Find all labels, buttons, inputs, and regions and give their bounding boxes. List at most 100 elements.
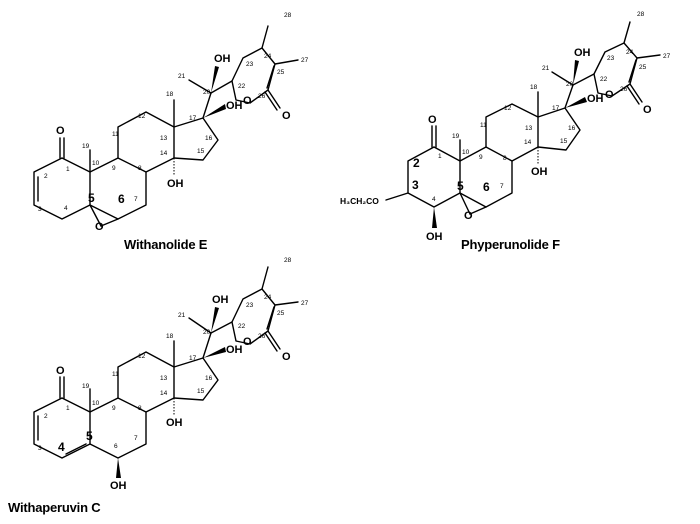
carbon-number: 13 [525,125,533,132]
carbon-number: 18 [530,84,538,91]
carbon-number: 12 [138,353,146,360]
compound-name-withaperuvin-c: Withaperuvin C [8,500,101,515]
carbonyl-oxygen-label: O [282,351,291,363]
compound-name-phyperunolide-f: Phyperunolide F [461,237,560,252]
carbon-number: 14 [524,139,532,146]
ketone-oxygen-label: O [56,365,65,377]
carbonyl-oxygen-label: O [282,110,291,122]
carbon-number: 25 [277,310,285,317]
carbon-number: 10 [462,149,470,156]
carbon-number: 9 [112,165,116,172]
carbon-number: 3 [38,206,42,213]
c20-hydroxyl-label: OH [212,294,229,306]
lactone-oxygen-label: O [243,95,252,107]
carbon-number: 1 [438,153,442,160]
c14-hydroxyl-label: OH [531,166,548,178]
carbon-number: 21 [178,312,186,319]
carbon-number: 19 [82,383,90,390]
carbon-number: 21 [178,73,186,80]
carbon-number: 26 [620,86,628,93]
c14-hydroxyl-label: OH [166,417,183,429]
carbon-number: 3 [412,178,419,192]
carbon-number: 28 [284,12,292,19]
c17-hydroxyl-label: OH [587,93,604,105]
carbon-number: 4 [64,205,68,212]
c17-hydroxyl-label: OH [226,344,243,356]
carbon-number: 2 [44,413,48,420]
carbon-number: 15 [560,138,568,145]
carbon-number: 17 [552,105,560,112]
carbon-number: 28 [637,11,645,18]
c20-hydroxyl-label: OH [574,47,591,59]
carbon-number: 6 [483,180,490,194]
carbon-number: 13 [160,375,168,382]
carbon-number: 4 [58,440,65,454]
compound-name-withanolide-e: Withanolide E [124,237,208,252]
c20-hydroxyl-label: OH [214,53,231,65]
carbon-number: 10 [92,160,100,167]
carbon-number: 15 [197,148,205,155]
carbon-number: 24 [626,49,634,56]
carbon-number: 8 [138,165,142,172]
carbon-number: 25 [277,69,285,76]
carbon-number: 25 [639,64,647,71]
carbon-number: 9 [112,405,116,412]
carbon-number: 1 [66,405,70,412]
carbon-number: 23 [607,55,615,62]
c14-hydroxyl-label: OH [167,178,184,190]
carbon-number: 20 [203,329,211,336]
carbon-number: 22 [238,83,246,90]
carbon-number: 4 [432,196,436,203]
withanolide-e-structure: O OH OH OH O O O 1 2 3 4 5 6 7 8 9 10 11… [33,12,309,252]
carbon-number: 17 [189,115,197,122]
c17-hydroxyl-label: OH [226,100,243,112]
carbon-number: 9 [479,154,483,161]
lactone-oxygen-label: O [605,89,614,101]
carbon-number: 7 [134,196,138,203]
carbon-number: 6 [118,192,125,206]
lactone-oxygen-label: O [243,336,252,348]
carbon-number: 22 [238,323,246,330]
phyperunolide-f-structure: O OH OH OH OH O O O H₃CH₂CO 1 2 3 4 5 6 … [340,11,671,252]
carbon-number: 16 [205,375,213,382]
carbon-number: 6 [114,443,118,450]
ketone-oxygen-label: O [428,114,437,126]
carbon-number: 26 [258,333,266,340]
carbon-number: 17 [189,355,197,362]
carbon-number: 5 [457,179,464,193]
carbon-number: 18 [166,333,174,340]
carbon-number: 14 [160,150,168,157]
carbon-number: 27 [301,300,309,307]
carbon-number: 12 [138,113,146,120]
carbon-number: 8 [138,405,142,412]
carbon-number: 23 [246,302,254,309]
epoxide-oxygen-label: O [464,210,473,222]
carbon-number: 18 [166,91,174,98]
carbon-number: 27 [301,57,309,64]
carbon-number: 7 [500,183,504,190]
carbon-number: 22 [600,76,608,83]
carbon-number: 10 [92,400,100,407]
carbon-number: 11 [112,371,119,378]
carbon-number: 7 [134,435,138,442]
carbon-number: 3 [38,445,42,452]
carbon-number: 5 [86,429,93,443]
carbon-number: 16 [568,125,576,132]
carbon-number: 19 [82,143,90,150]
c6-hydroxyl-label: OH [110,480,127,492]
carbon-number: 15 [197,388,205,395]
carbon-number: 5 [88,191,95,205]
carbon-number: 28 [284,257,292,264]
carbon-number: 19 [452,133,460,140]
carbon-number: 12 [504,105,512,112]
carbon-number: 27 [663,53,671,60]
carbon-number: 24 [264,53,272,60]
carbon-number: 23 [246,61,254,68]
carbon-number: 8 [503,155,507,162]
carbon-number: 21 [542,65,550,72]
epoxide-oxygen-label: O [95,221,104,233]
carbon-number: 1 [66,166,70,173]
carbon-number: 26 [258,93,266,100]
carbon-number: 16 [205,135,213,142]
